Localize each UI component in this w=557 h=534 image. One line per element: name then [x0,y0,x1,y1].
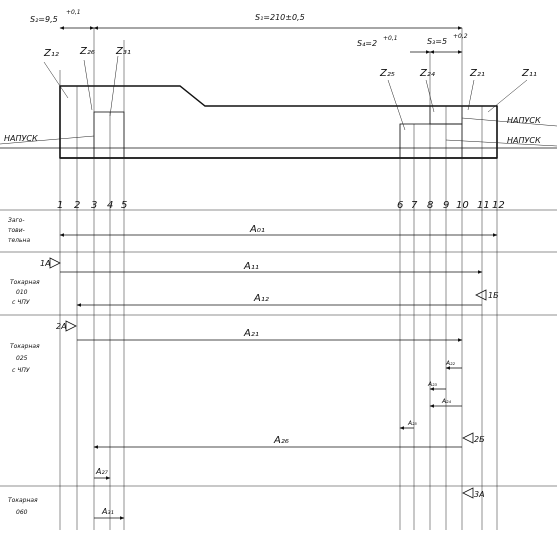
dimension-chains [59,233,498,520]
surface-number-12: 12 [492,200,505,211]
base-triangle-2a [65,320,77,332]
label-stock-left: НАПУСК [4,134,38,143]
allowance-leaders [43,55,528,131]
base-triangle-1a [49,257,61,269]
dim-s2: S₂=9,5 [30,15,58,24]
surface-number-9: 9 [443,200,449,211]
stock-zone-left [93,111,125,159]
dim-s4: S₄=2 [357,39,377,48]
dim-s3: S₃=5 [427,37,447,46]
surface-number-11: 11 [477,200,490,211]
svg-text:010: 010 [16,289,28,296]
dim-label-a27: A₂₇ [95,467,109,476]
dim-label-a11: A₁₁ [243,261,259,272]
operation-010: Токарная 010 с ЧПУ [10,279,40,306]
svg-text:Токарная: Токарная [10,279,40,286]
svg-text:тельна: тельна [8,237,30,244]
svg-text:060: 060 [16,509,28,516]
dim-label-a31: A₃₁ [101,507,114,516]
operation-025: Токарная 025 с ЧПУ [10,343,40,374]
surface-number-4: 4 [107,200,113,211]
dim-label-a12: A₁₂ [253,293,269,304]
svg-text:Токарная: Токарная [8,497,38,504]
base-triangle-2b [462,432,474,444]
svg-text:025: 025 [16,355,28,362]
base-mark-2a: 2А [56,322,67,331]
label-z11: Z₁₁ [521,68,537,79]
part-profile [0,85,557,159]
surface-number-10: 10 [456,200,469,211]
dim-s1: S₁=210±0,5 [255,13,305,22]
label-z31: Z₃₁ [115,46,131,57]
dim-label-a01: A₀₁ [249,224,265,235]
stock-zone-right [399,123,463,159]
dim-s4-tolerance: +0,1 [383,35,398,42]
dim-label-a23: A₂₃ [427,381,438,388]
label-stock-right-bottom: НАПУСК [507,136,541,145]
dim-label-a26: A₂₆ [273,435,289,446]
surface-number-8: 8 [427,200,433,211]
part-section-hatched [59,85,498,159]
dim-label-a24: A₂₄ [441,398,452,405]
dim-s3-tolerance: +0,2 [453,33,468,40]
operation-billet: Заго- тови- тельна [8,217,30,244]
base-mark-2b: 2Б [474,435,485,444]
label-z24: Z₂₄ [419,68,435,79]
svg-text:тови-: тови- [8,227,25,234]
surface-number-7: 7 [411,200,418,211]
base-mark-1b: 1Б [488,291,499,300]
operation-dividers [0,209,557,487]
label-z25: Z₂₅ [379,68,395,79]
base-triangle-1b [475,289,487,301]
operation-060: Токарная 060 [8,497,38,516]
dim-s2-tolerance: +0,1 [66,9,81,16]
base-triangle-3a [462,487,474,499]
svg-text:Заго-: Заго- [8,217,25,224]
dim-label-a21: A₂₁ [243,328,259,339]
surface-number-5: 5 [121,200,127,211]
label-stock-right-top: НАПУСК [507,116,541,125]
base-mark-3a: 3А [474,490,485,499]
svg-text:с ЧПУ: с ЧПУ [12,299,30,306]
label-z21: Z₂₁ [469,68,485,79]
base-mark-1a: 1А [40,259,51,268]
surface-number-6: 6 [397,200,403,211]
top-dimensions [59,26,463,54]
label-z26: Z₂₆ [79,46,95,57]
dim-label-a25: A₂₅ [407,420,418,427]
surface-number-1: 1 [57,200,63,211]
svg-text:Токарная: Токарная [10,343,40,350]
svg-text:с ЧПУ: с ЧПУ [12,367,30,374]
label-z12: Z₁₂ [43,48,59,59]
surface-numbers: 1 2 3 4 5 6 7 8 9 10 11 12 [57,200,505,211]
surface-number-3: 3 [91,200,97,211]
dim-label-a22: A₂₂ [445,360,456,367]
surface-lines [59,28,498,530]
surface-number-2: 2 [74,200,80,211]
base-marks: 1А 1Б 2А 2Б 3А [40,257,499,499]
